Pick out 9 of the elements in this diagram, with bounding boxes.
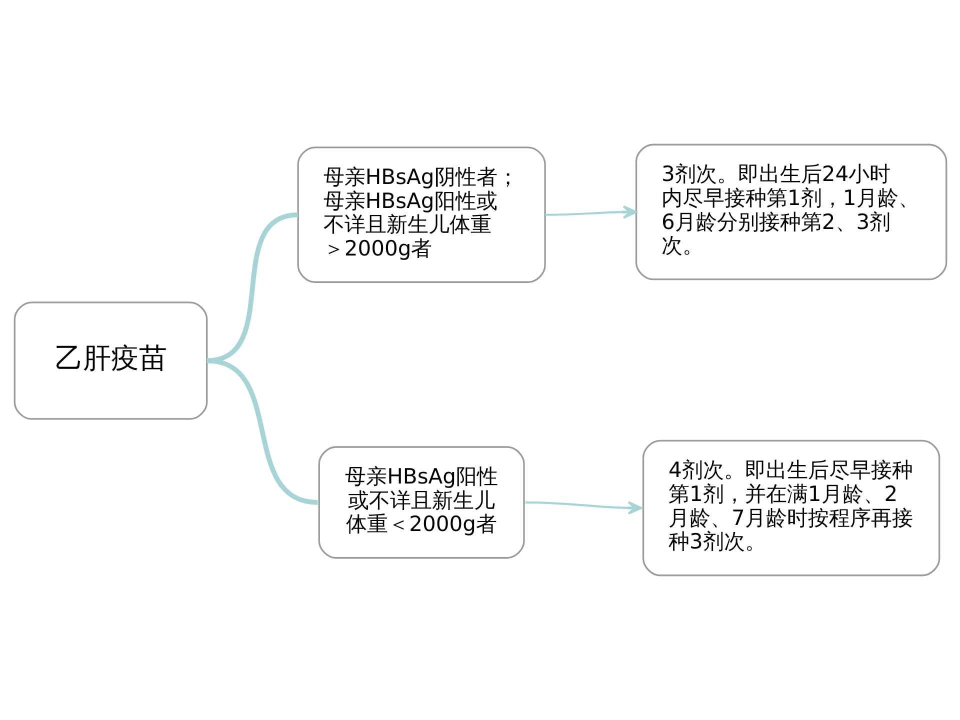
node-box: 母亲HBsAg阳性或不详且新生儿体重＜2000g者: [318, 446, 524, 559]
connector: [206, 358, 318, 505]
node-box: 乙肝疫苗: [13, 302, 208, 420]
connector: [206, 212, 298, 364]
node-box: 3剂次。即出生后24小时内尽早接种第1剂，1月龄、6月龄分别接种第2、3剂次。: [634, 144, 947, 280]
arrow: [544, 205, 637, 219]
node-box: 4剂次。即出生后尽早接种第1剂，并在满1月龄、2月龄、7月龄时按程序再接种3剂次。: [642, 440, 940, 576]
arrow: [524, 501, 642, 515]
node-box: 母亲HBsAg阴性者；母亲HBsAg阳性或不详且新生儿体重＞2000g者: [296, 146, 546, 283]
